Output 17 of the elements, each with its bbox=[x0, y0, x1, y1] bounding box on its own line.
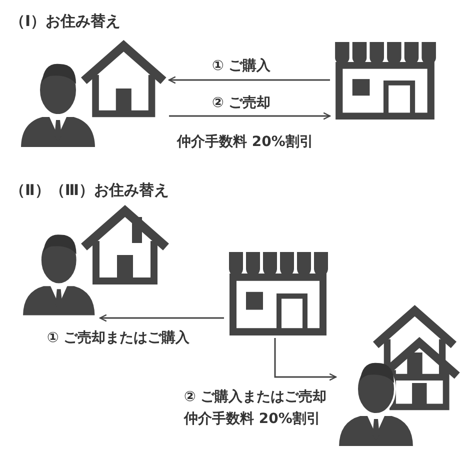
person-houses-icon bbox=[338, 305, 462, 447]
arrow bbox=[274, 338, 337, 381]
arrow bbox=[99, 314, 224, 322]
edge-label: ② ご売却 bbox=[212, 95, 271, 112]
arrow bbox=[168, 76, 330, 84]
store-icon bbox=[226, 252, 330, 336]
edge-label: ① ご購入 bbox=[212, 58, 271, 75]
note-text: 仲介手数料 20%割引 bbox=[184, 411, 320, 428]
section-heading: （Ⅱ）（Ⅲ）お住み替え bbox=[10, 181, 170, 199]
section-heading: （Ⅰ）お住み替え bbox=[10, 12, 121, 30]
person-house-icon bbox=[22, 205, 172, 316]
person-house-icon bbox=[20, 40, 167, 150]
note-text: 仲介手数料 20%割引 bbox=[177, 134, 314, 151]
edge-label: ② ご購入またはご売却 bbox=[184, 389, 327, 406]
edge-label: ① ご売却またはご購入 bbox=[47, 330, 190, 347]
arrow bbox=[169, 112, 331, 120]
store-icon bbox=[332, 42, 438, 120]
